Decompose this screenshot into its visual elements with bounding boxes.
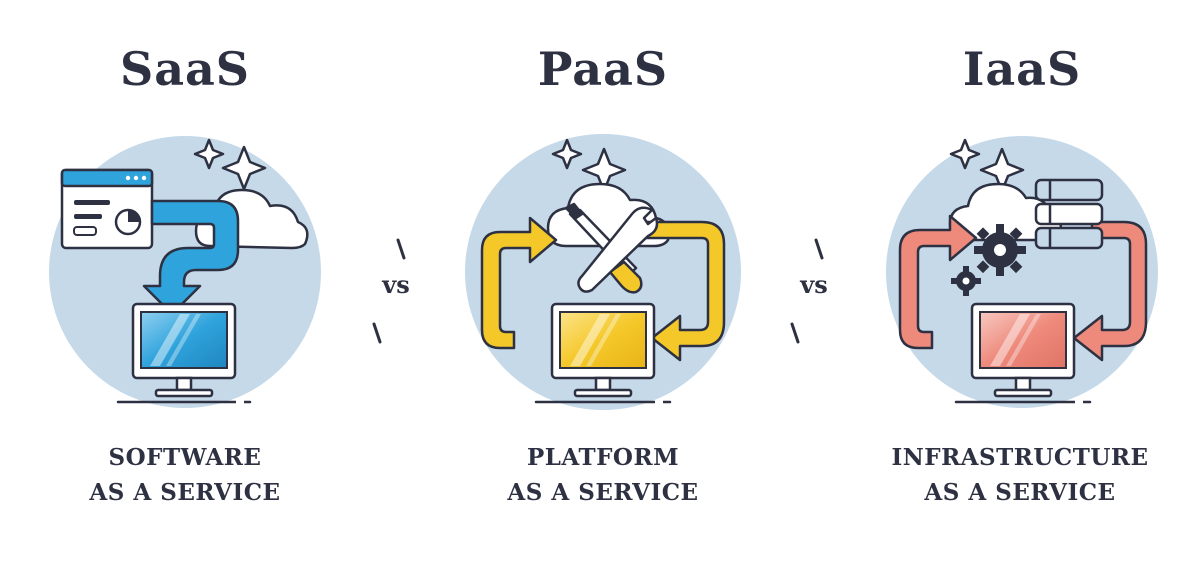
paas-caption-line2: AS A SERVICE xyxy=(507,479,699,506)
vs-separator: vs xyxy=(382,270,410,299)
sparkle-icon xyxy=(949,138,981,170)
iaas-caption-line1: INFRASTRUCTURE xyxy=(891,444,1149,471)
gear-icon xyxy=(951,266,981,296)
separator-slashes xyxy=(372,238,824,344)
saas-title: SaaS xyxy=(119,42,251,96)
paas-caption: PLATFORM AS A SERVICE xyxy=(443,440,763,510)
cycle-arrow-icon xyxy=(1072,220,1148,362)
download-arrow-icon xyxy=(142,199,240,316)
saas-caption: SOFTWARE AS A SERVICE xyxy=(25,440,345,510)
saas-caption-line1: SOFTWARE xyxy=(108,444,262,471)
iaas-caption-line2: AS A SERVICE xyxy=(924,479,1116,506)
sparkle-icon xyxy=(193,138,225,170)
vs-separator: vs xyxy=(800,270,828,299)
iaas-title: IaaS xyxy=(962,42,1082,96)
cycle-arrow-icon xyxy=(480,216,558,350)
saas-caption-line2: AS A SERVICE xyxy=(89,479,281,506)
paas-title: PaaS xyxy=(537,42,669,96)
server-icon xyxy=(1034,178,1104,250)
iaas-illustration xyxy=(886,136,1158,408)
gear-icon xyxy=(974,224,1026,276)
sparkle-icon xyxy=(551,138,583,170)
tools-icon xyxy=(564,202,659,294)
saas-illustration xyxy=(49,136,321,408)
paas-caption-line1: PLATFORM xyxy=(526,444,680,471)
cycle-arrow-icon xyxy=(898,214,978,350)
paas-illustration xyxy=(465,134,741,410)
iaas-caption: INFRASTRUCTURE AS A SERVICE xyxy=(860,440,1180,510)
